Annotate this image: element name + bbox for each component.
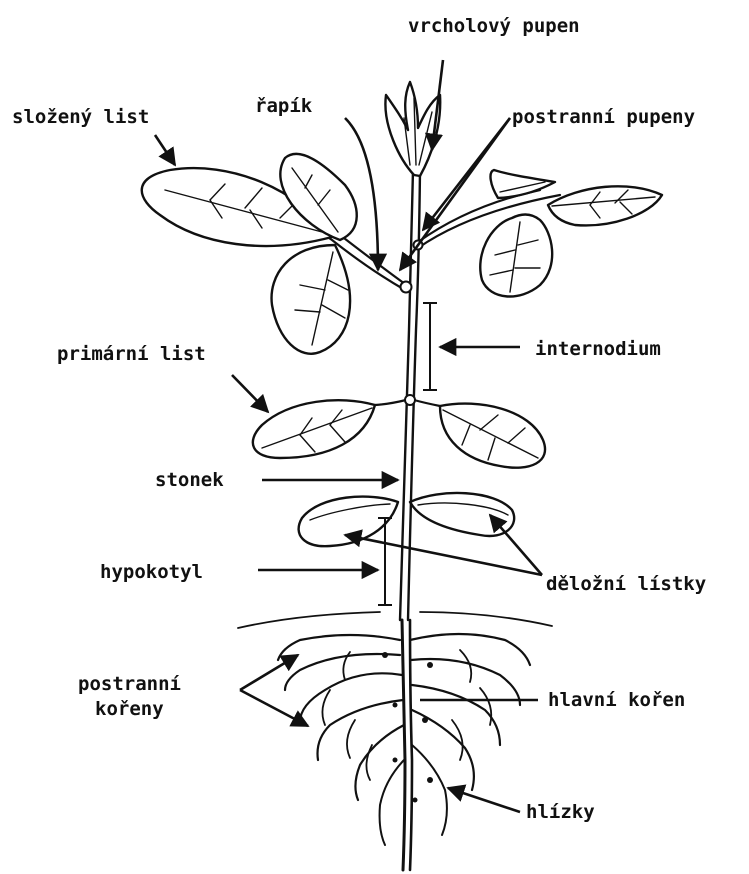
cotyledons	[299, 493, 515, 546]
label-stem: stonek	[155, 469, 224, 491]
hypocotyl-bracket	[378, 518, 392, 605]
compound-leaf-left	[142, 154, 357, 354]
label-apical-bud: vrcholový pupen	[408, 15, 580, 37]
internode-bracket	[423, 303, 437, 390]
label-internode: internodium	[535, 338, 661, 360]
apical-bud	[385, 82, 440, 176]
label-nodules: hlízky	[526, 801, 595, 823]
label-lateral-roots-line1: postranní	[78, 673, 181, 695]
label-lateral-roots-line2: kořeny	[95, 698, 164, 720]
label-taproot: hlavní kořen	[548, 689, 685, 711]
label-cotyledons: děložní lístky	[546, 573, 706, 595]
label-lateral-buds: postranní pupeny	[512, 106, 695, 128]
ground-line	[238, 612, 552, 628]
label-hypocotyl: hypokotyl	[100, 561, 203, 583]
label-petiole: řapík	[255, 95, 313, 117]
primary-leaves	[253, 400, 545, 468]
label-primary-leaf: primární list	[57, 343, 206, 365]
root-system	[278, 620, 530, 870]
label-compound-leaf: složený list	[12, 106, 149, 128]
compound-leaf-right	[480, 170, 662, 296]
